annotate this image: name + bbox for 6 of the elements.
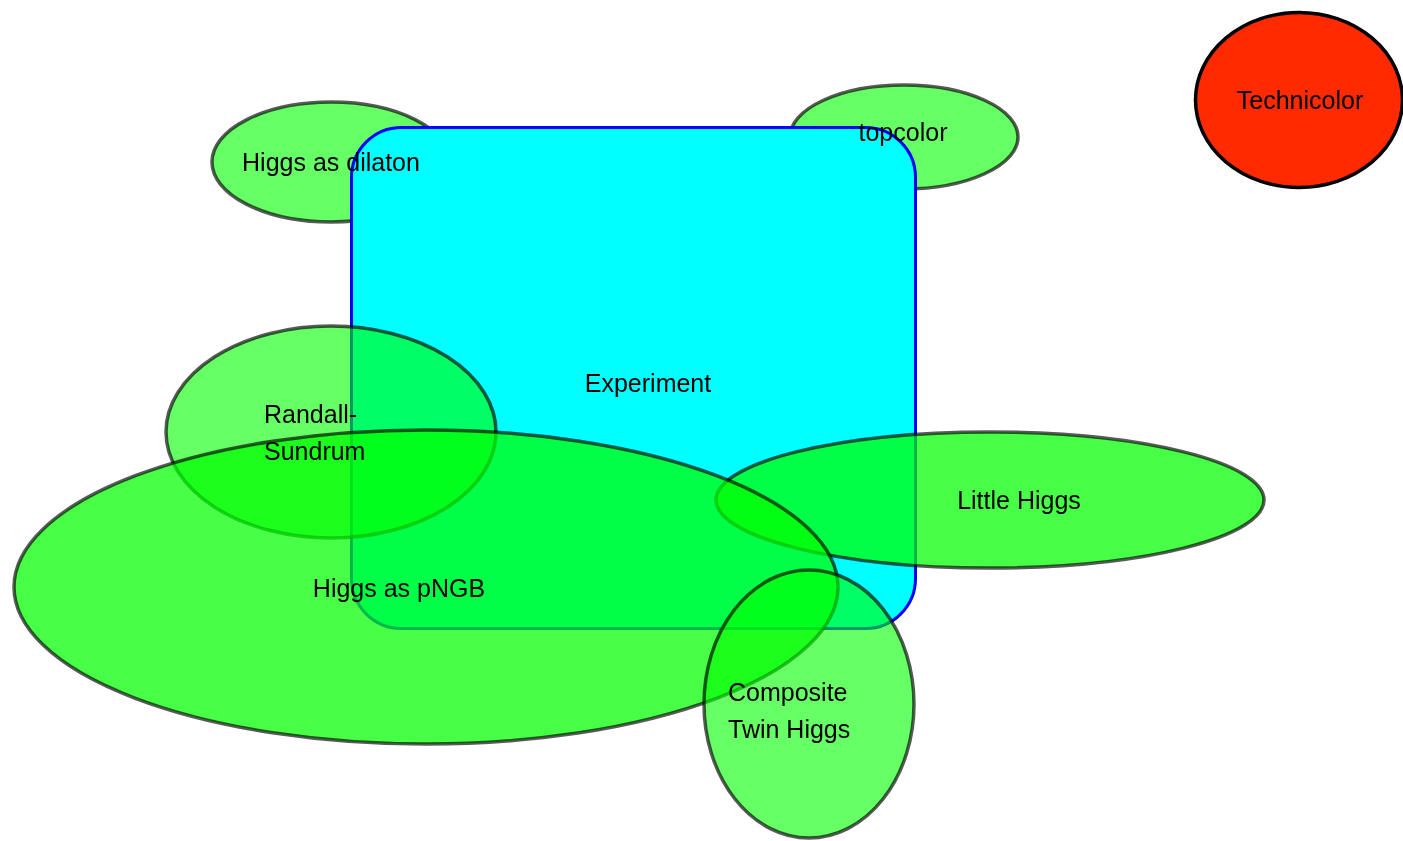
region-label: Little Higgs	[956, 484, 1082, 516]
region-label: Composite Twin Higgs	[728, 677, 852, 745]
region-label: Randall-Sundrum	[264, 399, 367, 467]
region-label: Experiment	[583, 367, 713, 399]
region-label: Higgs as pNGB	[311, 572, 487, 604]
region-label: Technicolor	[1235, 84, 1365, 116]
